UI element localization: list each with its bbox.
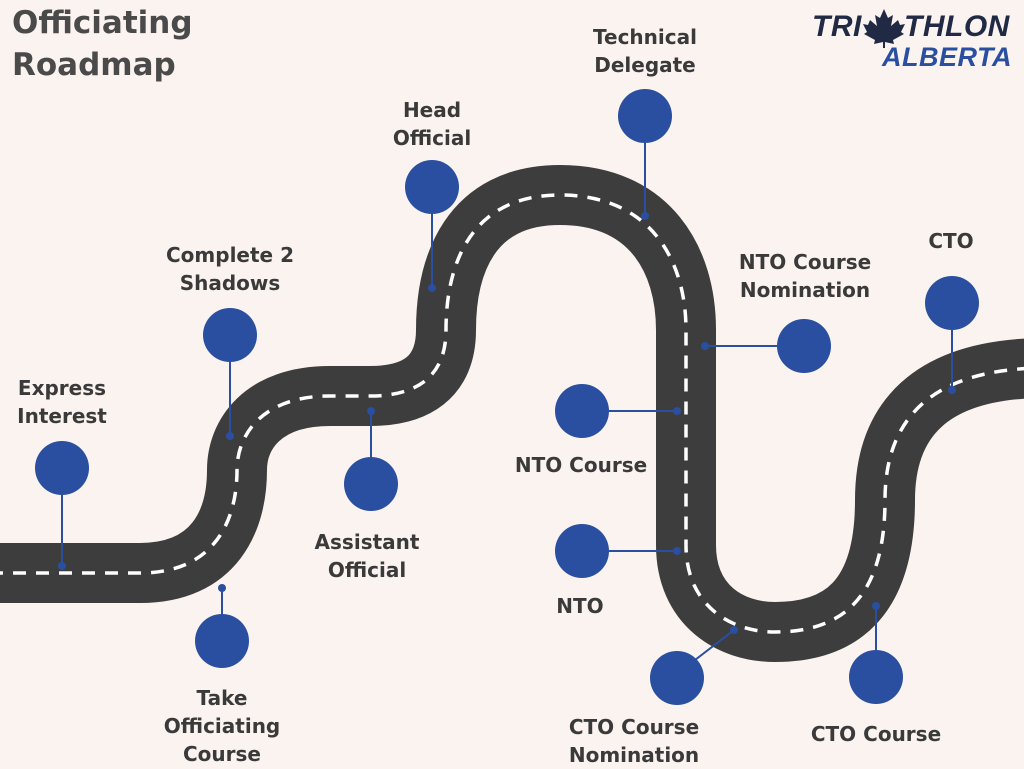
milestone-label-nto-course: NTO Course bbox=[515, 451, 647, 479]
milestone-label-line: Delegate bbox=[594, 53, 696, 77]
milestone-circle bbox=[618, 89, 672, 143]
logo-text-alberta: ALBERTA bbox=[882, 42, 1012, 72]
milestone-label-line: CTO bbox=[928, 229, 974, 253]
title-line-1: Officiating bbox=[12, 5, 193, 41]
milestone-label-line: NTO bbox=[556, 594, 604, 618]
milestone-label-line: Take bbox=[196, 686, 248, 710]
milestone-circle bbox=[195, 614, 249, 668]
milestone-label-line: CTO Course bbox=[810, 722, 942, 746]
milestone-road-point bbox=[218, 584, 226, 592]
milestone-label-complete-2-shadows: Complete 2 Shadows bbox=[166, 241, 294, 297]
milestone-markers bbox=[35, 89, 979, 705]
milestone-label-line: NTO Course bbox=[738, 250, 872, 274]
logo-text-thlon: THLON bbox=[904, 10, 1010, 43]
milestone-label-line: Interest bbox=[17, 404, 107, 428]
milestone-road-point bbox=[428, 284, 436, 292]
milestone-label-line: Express bbox=[17, 376, 107, 400]
milestone-road-point bbox=[58, 562, 66, 570]
milestone-circle bbox=[777, 319, 831, 373]
milestone-cto bbox=[925, 276, 979, 394]
milestone-assistant-official bbox=[344, 407, 398, 511]
milestone-label-line: Complete 2 bbox=[166, 243, 294, 267]
milestone-label-cto: CTO bbox=[928, 227, 973, 255]
milestone-road-point bbox=[701, 342, 709, 350]
milestone-cto-course bbox=[849, 602, 903, 704]
milestone-circle bbox=[650, 651, 704, 705]
milestone-technical-delegate bbox=[618, 89, 672, 220]
milestone-label-line: Head bbox=[402, 98, 462, 122]
milestone-label-line: NTO Course bbox=[514, 453, 648, 477]
milestone-label-line: Officiating bbox=[163, 714, 281, 738]
milestone-label-line: Official bbox=[392, 126, 472, 150]
milestone-road-point bbox=[226, 432, 234, 440]
milestone-label-line: CTO Course bbox=[568, 715, 700, 739]
road bbox=[0, 165, 1024, 662]
milestone-connector bbox=[694, 629, 735, 661]
milestone-road-point bbox=[641, 212, 649, 220]
milestone-circle bbox=[925, 276, 979, 330]
milestone-label-line: Official bbox=[327, 558, 407, 582]
milestone-road-point bbox=[948, 386, 956, 394]
milestone-road-point bbox=[673, 407, 681, 415]
milestone-nto-course bbox=[555, 384, 681, 438]
milestone-circle bbox=[35, 441, 89, 495]
milestone-label-line: Technical bbox=[593, 25, 697, 49]
milestone-complete-2-shadows bbox=[203, 308, 257, 440]
page-title: Officiating Roadmap bbox=[12, 2, 193, 86]
milestone-road-point bbox=[872, 602, 880, 610]
title-line-2: Roadmap bbox=[12, 47, 176, 83]
logo-text-tri: TRI bbox=[812, 10, 862, 43]
milestone-circle bbox=[849, 650, 903, 704]
milestone-road-point bbox=[367, 407, 375, 415]
triathlon-alberta-logo: TRI THLON ALBERTA bbox=[812, 8, 1017, 72]
milestone-cto-course-nomination bbox=[650, 626, 738, 705]
maple-leaf-icon bbox=[863, 9, 905, 48]
milestone-label-cto-course: CTO Course bbox=[811, 720, 941, 748]
milestone-express-interest bbox=[35, 441, 89, 570]
road-centerline bbox=[0, 193, 1024, 634]
milestone-label-line: Nomination bbox=[568, 743, 700, 767]
milestone-nto bbox=[555, 524, 681, 578]
milestone-label-line: Assistant bbox=[314, 530, 420, 554]
milestone-take-officiating-course bbox=[195, 584, 249, 668]
milestone-circle bbox=[344, 457, 398, 511]
milestone-road-point bbox=[673, 547, 681, 555]
milestone-nto-course-nomination bbox=[701, 319, 831, 373]
milestone-circle bbox=[203, 308, 257, 362]
milestone-label-line: Course bbox=[182, 742, 261, 766]
milestone-label-nto: NTO bbox=[556, 592, 603, 620]
milestone-label-line: Shadows bbox=[179, 271, 281, 295]
milestone-circle bbox=[555, 384, 609, 438]
milestone-label-line: Nomination bbox=[739, 278, 871, 302]
milestone-circle bbox=[405, 160, 459, 214]
milestone-circle bbox=[555, 524, 609, 578]
milestone-head-official bbox=[405, 160, 459, 292]
milestone-road-point bbox=[730, 626, 738, 634]
